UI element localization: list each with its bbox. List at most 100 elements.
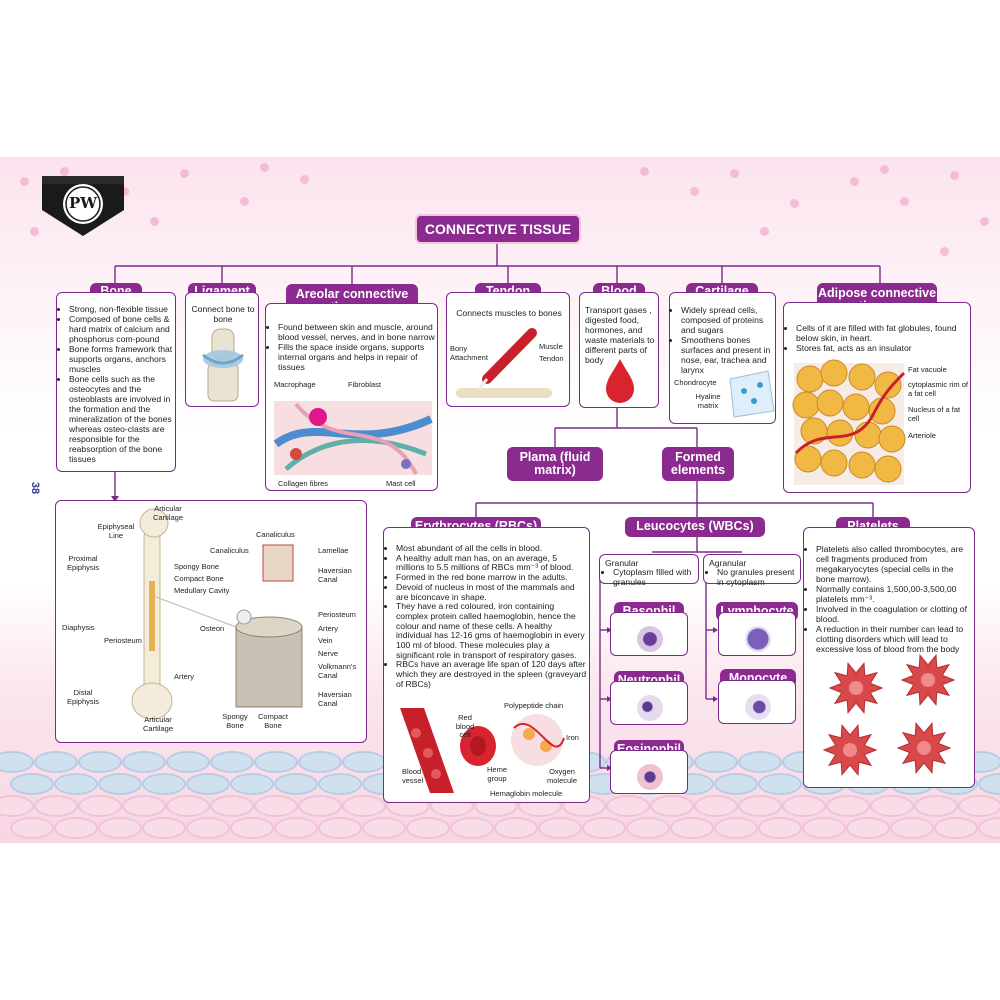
decorative-dot (730, 169, 739, 178)
decorative-dot (760, 227, 769, 236)
decorative-cell (34, 795, 78, 817)
tendon-text: Connects muscles to bones (456, 308, 562, 318)
decorative-cell (758, 773, 802, 795)
cartilage-box: Widely spread cells, composed of protein… (669, 292, 776, 424)
decorative-cell (738, 795, 782, 817)
rbc-point: A healthy adult man has, on an average, … (396, 553, 587, 573)
proximal-epiphysis-label: Proximal Epiphysis (66, 554, 100, 572)
osteon-label: Osteon (200, 624, 225, 633)
decorative-dot (60, 167, 69, 176)
rbc-point: Most abundant of all the cells in blood. (396, 543, 587, 554)
chondrocyte-label: Chondrocyte (674, 378, 717, 387)
platelet-cell (828, 662, 884, 714)
compact-bone-bottom-label: Compact Bone (257, 712, 288, 730)
fat-vacuole-label: Fat vacuole (908, 365, 947, 374)
basophil-cell-icon (637, 626, 663, 652)
ligament-box: Connect bone to bone (185, 292, 259, 407)
decorative-cell (186, 817, 230, 839)
platelet-cell (896, 722, 952, 774)
decorative-cell (582, 817, 626, 839)
granular-title: Granular (605, 558, 639, 568)
mast-cell-label: Mast cell (386, 479, 416, 488)
decorative-cell (230, 817, 274, 839)
rbc-point: Devoid of nucleus in most of the mammals… (396, 582, 587, 602)
artery-label: Artery (318, 624, 339, 633)
cartilage-illustration (729, 370, 775, 418)
decorative-dot (20, 177, 29, 186)
platelets-illustration (822, 654, 956, 776)
spongy-bone-label: Spongy Bone (174, 562, 220, 571)
rbc-point: Formed in the red bone marrow in the adu… (396, 572, 587, 583)
tendon-part-label: Tendon (539, 354, 564, 363)
nerve-label: Nerve (318, 649, 339, 658)
medullary-cavity-label: Medullary Cavity (174, 586, 230, 595)
neutrophil-card (610, 681, 688, 725)
periosteum-left-label: Periosteum (104, 636, 142, 645)
areolar-tissue-illustration (273, 401, 433, 475)
decorative-cell (142, 773, 186, 795)
decorative-dot (30, 227, 39, 236)
fat-cell (878, 425, 906, 453)
diaphysis-label: Diaphysis (62, 623, 95, 632)
decorative-cell (122, 795, 166, 817)
basophil-card (610, 612, 688, 656)
hemoglobin-illustration (400, 708, 565, 793)
decorative-cell (890, 817, 934, 839)
monocyte-cell-icon (745, 694, 771, 720)
logo-shield-icon (42, 176, 124, 236)
rbc-point: RBCs have an average life span of 120 da… (396, 660, 587, 689)
agranular-title: Agranular (709, 558, 747, 568)
decorative-dot (790, 199, 799, 208)
fat-cell (874, 371, 902, 399)
erythrocytes-box: Most abundant of all the cells in blood.… (383, 527, 590, 803)
periosteum-label: Periosteum (318, 610, 356, 619)
decorative-dot (880, 165, 889, 174)
agranular-point: No granules present in cytoplasm (717, 567, 801, 587)
haversian-canal-label: Haversian Canal (318, 690, 352, 708)
decorative-dot (240, 197, 249, 206)
decorative-cell (626, 817, 670, 839)
decorative-cell (870, 795, 914, 817)
decorative-cell (10, 773, 54, 795)
haversian-canal-top-label: Haversian Canal (318, 566, 352, 584)
volkmanns-canal-label: Volkmann's Canal (318, 662, 357, 680)
fat-cell (820, 449, 848, 477)
polypeptide-label: Polypeptide chain (504, 701, 564, 710)
decorative-cell (694, 795, 738, 817)
decorative-dot (640, 167, 649, 176)
decorative-cell (914, 795, 958, 817)
decorative-cell (846, 817, 890, 839)
platelet-point: A reduction in their number can lead to … (816, 624, 972, 654)
granular-point: Cytoplasm filled with granules (613, 567, 697, 587)
areolar-point: Found between skin and muscle, around bl… (278, 322, 435, 342)
lymphocyte-card (718, 612, 796, 656)
neutrophil-cell-icon (637, 695, 663, 721)
decorative-cell (450, 817, 494, 839)
decorative-cell (166, 795, 210, 817)
articular-cartilage-top-label: Articular Cartilage (152, 504, 183, 522)
decorative-dot (690, 187, 699, 196)
plasma-label: Plama (fluid matrix) (507, 447, 603, 481)
decorative-cell (298, 795, 342, 817)
hyaline-matrix-label: Hyaline matrix (695, 392, 721, 410)
cartilage-point: Widely spread cells, composed of protein… (681, 305, 774, 335)
collagen-label: Collagen fibres (278, 479, 329, 488)
platelet-cell (822, 724, 878, 776)
decorative-cell (342, 795, 386, 817)
fat-cell (842, 393, 870, 421)
platelet-point: Involved in the coagulation or clotting … (816, 604, 972, 624)
decorative-cell (802, 817, 846, 839)
areolar-point: Fills the space inside organs, supports … (278, 342, 435, 372)
eosinophil-cell-icon (637, 764, 663, 790)
decorative-dot (300, 175, 309, 184)
cartilage-point: Smoothens bones surfaces and present in … (681, 335, 774, 375)
granular-box: Granular Cytoplasm filled with granules (599, 554, 699, 587)
blood-text: Transport gases , digested food, hormone… (585, 305, 655, 365)
cytoplasmic-rim-label: cytoplasmic rim of a fat cell (908, 380, 969, 398)
decorative-cell (78, 751, 122, 773)
adipose-point: Stores fat, acts as an insulator (796, 343, 968, 353)
bone-point: Bone cells such as the osteocytes and th… (69, 374, 173, 464)
tendon-box: Connects muscles to bones Bony Attachmen… (446, 292, 570, 407)
knee-joint-icon (202, 328, 244, 402)
